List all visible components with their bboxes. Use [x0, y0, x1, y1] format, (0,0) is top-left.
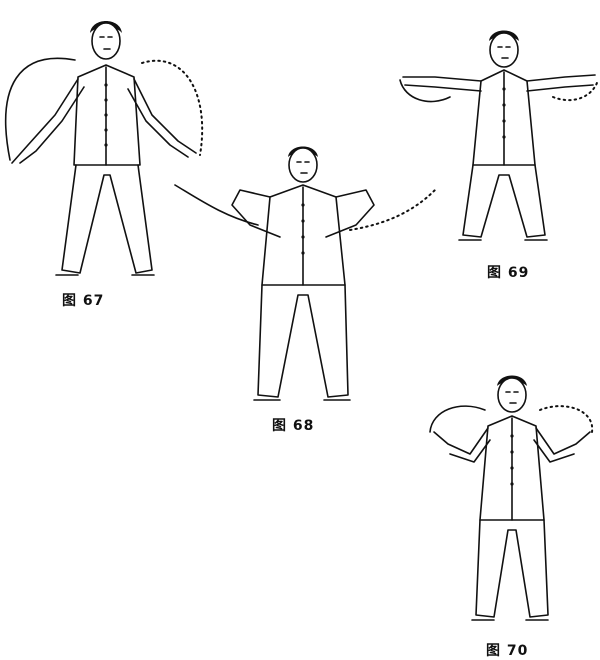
- dotted-arc-icon: [553, 80, 598, 100]
- figure-69: [395, 25, 600, 255]
- solid-arc-icon: [400, 80, 450, 102]
- dotted-arc-icon: [142, 61, 202, 155]
- caption-fig-70: 图 70: [486, 640, 528, 660]
- caption-fig-68: 图 68: [272, 415, 314, 435]
- solid-arc-icon: [430, 406, 485, 432]
- person-figure-70-icon: [420, 370, 600, 635]
- solid-arc-icon: [6, 58, 75, 160]
- person-figure-69-icon: [395, 25, 600, 255]
- caption-fig-67: 图 67: [62, 290, 104, 310]
- dotted-arc-icon: [540, 406, 592, 432]
- caption-fig-69: 图 69: [487, 262, 529, 282]
- figure-70: [420, 370, 600, 635]
